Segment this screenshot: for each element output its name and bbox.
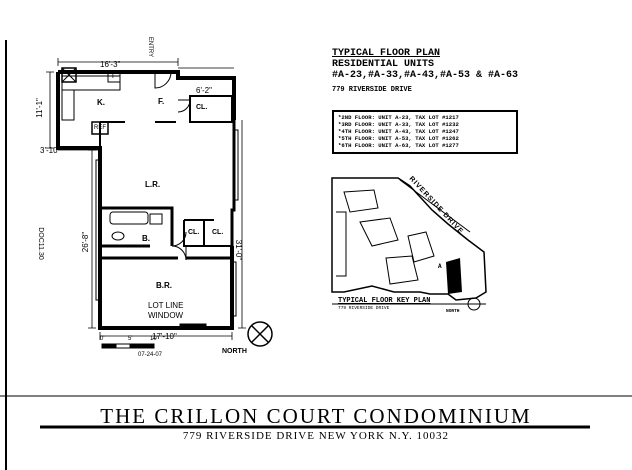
room-living: L.R.	[145, 180, 161, 189]
building-title: THE CRILLON COURT CONDOMINIUM	[100, 404, 532, 428]
title-block: TYPICAL FLOOR PLAN RESIDENTIAL UNITS #A-…	[332, 49, 518, 94]
building-address: 779 RIVERSIDE DRIVE NEW YORK N.Y. 10032	[182, 430, 450, 442]
unit-row-6th: *6TH FLOOR: UNIT A-63, TAX LOT #1277	[338, 142, 459, 149]
closet-door-2	[171, 245, 187, 261]
lot-line-label-2: WINDOW	[148, 311, 184, 320]
refrigerator-box	[91, 121, 109, 135]
north-arrow-circle	[247, 321, 273, 347]
key-plan-title: TYPICAL FLOOR KEY PLAN	[338, 297, 431, 305]
key-plan-court	[336, 211, 347, 277]
key-plan-inner-3	[407, 231, 435, 263]
scale-label-5: 5'	[128, 336, 133, 342]
kitchen-counter	[61, 75, 121, 91]
room-closet-1: CL.	[196, 104, 208, 111]
dim-right-height	[238, 120, 246, 329]
unit-list: #A-23,#A-33,#A-43,#A-53 & #A-63	[332, 70, 519, 81]
unit-row-5th: *5TH FLOOR: UNIT A-53, TAX LOT #1262	[338, 135, 459, 142]
dim-kitchen-height	[46, 71, 54, 149]
key-plan-unit-mark: A	[438, 263, 442, 270]
scale-label-0: 0'	[100, 336, 105, 342]
room-kitchen: K.	[97, 98, 105, 107]
key-plan-inner-2	[359, 217, 399, 247]
exterior-wall-right	[230, 120, 236, 246]
lot-line-window	[179, 323, 207, 330]
north-label: NORTH	[222, 348, 247, 355]
entry-door	[154, 71, 172, 89]
dim-jog-label: 3'-10"	[40, 146, 61, 155]
scale-label-10: 10'	[150, 336, 158, 342]
key-plan-street-edge	[399, 179, 471, 233]
room-bedroom: B.R.	[156, 281, 172, 290]
scale-bar-black-2	[129, 343, 155, 349]
dim-bottom-label: 17'-10"	[152, 332, 177, 341]
key-plan-inner-4	[385, 255, 419, 285]
window-left	[95, 159, 100, 301]
key-plan-north-circle	[467, 297, 481, 311]
room-closet-2: CL.	[188, 229, 200, 236]
stove	[61, 67, 77, 83]
address: 779 RIVERSIDE DRIVE	[332, 86, 412, 94]
plan-subtitle: RESIDENTIAL UNITS	[332, 59, 435, 70]
refrigerator-label: REF	[94, 125, 106, 131]
closet-1-door	[177, 99, 191, 113]
unit-row-4th: *4TH FLOOR: UNIT A-43, TAX LOT #1247	[338, 128, 459, 135]
dim-top-label: 16'-3"	[100, 60, 121, 69]
room-foyer: F.	[158, 97, 165, 106]
room-closet-3: CL.	[212, 229, 224, 236]
exterior-wall-left	[56, 72, 234, 330]
window-right	[232, 129, 239, 317]
exterior-wall	[58, 70, 236, 120]
key-plan-north-label: NORTH	[446, 309, 460, 314]
key-plan-outline	[331, 177, 487, 301]
unit-row-3rd: *3RD FLOOR: UNIT A-33, TAX LOT #1232	[338, 121, 459, 128]
dim-bottom	[99, 332, 233, 340]
bathtub	[109, 211, 149, 225]
dim-foyer-label: 6'-2"	[196, 86, 212, 95]
room-bath: B.	[142, 234, 150, 243]
unit-row-2nd: *2ND FLOOR: UNIT A-23, TAX LOT #1217	[338, 114, 459, 121]
plan-title: TYPICAL FLOOR PLAN	[332, 48, 441, 59]
fridge-mark-label: F	[112, 73, 117, 80]
key-plan-unit-highlight	[446, 258, 462, 294]
closet-wall-2	[183, 219, 232, 247]
key-plan-subtitle: 779 RIVERSIDE DRIVE	[338, 306, 390, 311]
kitchen-counter-side	[61, 89, 75, 121]
plan-date: 07-24-07	[138, 352, 163, 358]
sink	[149, 213, 163, 225]
bath-wall	[100, 206, 174, 248]
units-table: *2ND FLOOR: UNIT A-23, TAX LOT #1217 *3R…	[332, 110, 518, 154]
dim-top	[57, 58, 179, 66]
key-plan-inner-1	[343, 189, 379, 213]
lot-line-label-1: LOT LINE	[148, 301, 184, 310]
toilet	[111, 231, 125, 241]
closet-1-outline	[189, 95, 233, 123]
fridge-mark-box	[107, 71, 121, 83]
